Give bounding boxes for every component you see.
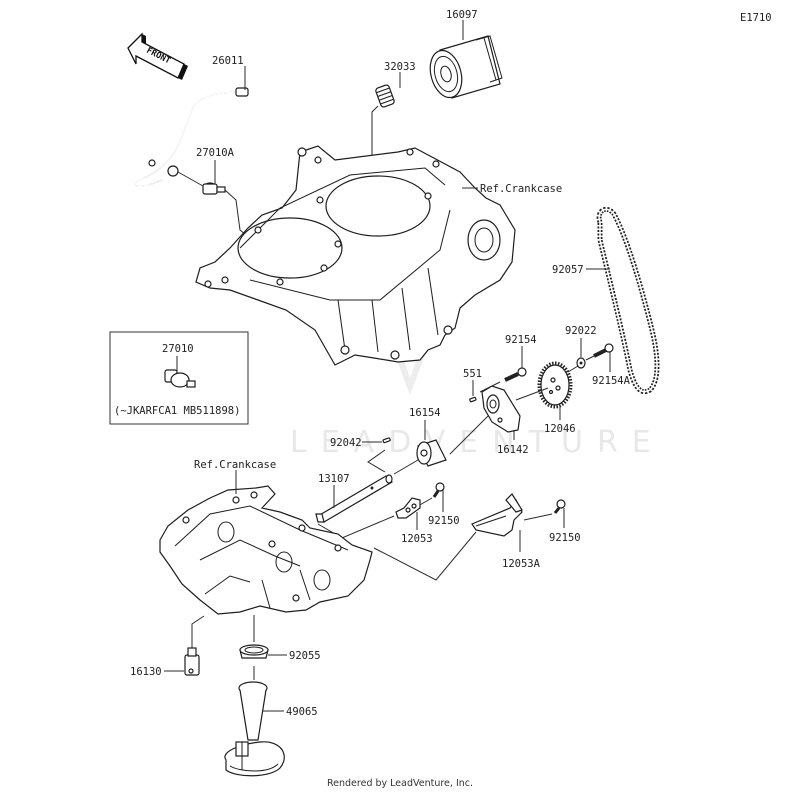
- part-92057-chain[interactable]: [596, 207, 660, 395]
- part-12046-sprocket[interactable]: [537, 361, 573, 409]
- part-27010-oil-pressure-switch[interactable]: [164, 369, 196, 388]
- callout-92022[interactable]: 92022: [565, 325, 597, 337]
- callout-92042[interactable]: 92042: [330, 437, 362, 449]
- callout-27010[interactable]: 27010: [162, 343, 194, 355]
- part-92150-bolt-a[interactable]: [432, 482, 445, 498]
- callout-ref-crankcase-lower[interactable]: Ref.Crankcase: [194, 459, 276, 471]
- part-26011-oil-tube[interactable]: [134, 87, 249, 188]
- callout-92150-b[interactable]: 92150: [549, 532, 581, 544]
- callout-13107[interactable]: 13107: [318, 473, 350, 485]
- part-49065-oil-strainer[interactable]: [224, 681, 285, 777]
- leader-92042-shaft: [367, 449, 386, 473]
- leader-12053A-crankcase: [373, 531, 477, 581]
- callout-16142[interactable]: 16142: [497, 444, 529, 456]
- callout-16154[interactable]: 16154: [409, 407, 441, 419]
- leader-92150-b-guide: [523, 513, 553, 521]
- leader-16154-pump: [449, 415, 489, 455]
- part-lower-crankcase: [159, 485, 373, 615]
- part-92055-o-ring[interactable]: [239, 644, 269, 659]
- footer-credit: Rendered by LeadVenture, Inc.: [326, 778, 474, 789]
- part-16097-oil-filter[interactable]: [425, 35, 503, 101]
- inset-box-27010: 27010 (~JKARFCA1 MB511898): [109, 331, 249, 425]
- inset-note: (~JKARFCA1 MB511898): [114, 405, 240, 417]
- part-upper-crankcase: [195, 145, 516, 366]
- callout-12046[interactable]: 12046: [544, 423, 576, 435]
- watermark: LEADVENTURE: [290, 425, 665, 460]
- part-92150-bolt-b[interactable]: [553, 499, 566, 514]
- part-92022-washer[interactable]: [576, 357, 586, 369]
- callout-12053[interactable]: 12053: [401, 533, 433, 545]
- part-92154-bolt[interactable]: [504, 367, 527, 382]
- leader-16130-crankcase: [191, 615, 205, 648]
- part-16130-fitting[interactable]: [184, 647, 200, 676]
- callout-92154A[interactable]: 92154A: [592, 375, 631, 387]
- callout-92154[interactable]: 92154: [505, 334, 537, 346]
- watermark-logo: [395, 355, 425, 395]
- callout-26011[interactable]: 26011: [212, 55, 244, 67]
- part-92042-pin[interactable]: [382, 437, 391, 444]
- callout-32033[interactable]: 32033: [384, 61, 416, 73]
- diagram-id: E1710: [740, 12, 772, 24]
- callout-27010A[interactable]: 27010A: [196, 147, 235, 159]
- leader-27010A-tube: [177, 171, 204, 187]
- callout-16097[interactable]: 16097: [446, 9, 478, 21]
- callout-ref-crankcase-upper[interactable]: Ref.Crankcase: [480, 183, 562, 195]
- callout-92057[interactable]: 92057: [552, 264, 584, 276]
- part-13107-shaft[interactable]: [315, 474, 393, 523]
- part-551-pin[interactable]: [469, 396, 477, 403]
- front-arrow-icon: FRONT: [127, 32, 188, 80]
- leader-12046-washer: [567, 365, 579, 373]
- callout-92150-a[interactable]: 92150: [428, 515, 460, 527]
- part-16154-rotor[interactable]: [416, 439, 447, 467]
- callout-49065[interactable]: 49065: [286, 706, 318, 718]
- part-12053-chain-guide[interactable]: [395, 497, 421, 519]
- callout-92055[interactable]: 92055: [289, 650, 321, 662]
- part-27010A-oil-pressure-switch[interactable]: [202, 182, 226, 195]
- callout-551[interactable]: 551: [463, 368, 482, 380]
- leader-92154A-washer: [585, 355, 595, 361]
- part-92154A-bolt[interactable]: [593, 343, 614, 358]
- callout-16130[interactable]: 16130: [130, 666, 162, 678]
- part-12053A-chain-guide[interactable]: [471, 493, 523, 537]
- part-16142-oil-pump-body[interactable]: [481, 385, 521, 433]
- part-32033-pipe[interactable]: [375, 84, 395, 108]
- callout-12053A[interactable]: 12053A: [502, 558, 541, 570]
- leader-13107-rotor: [393, 459, 419, 475]
- leader-16142-sprocket: [515, 387, 549, 401]
